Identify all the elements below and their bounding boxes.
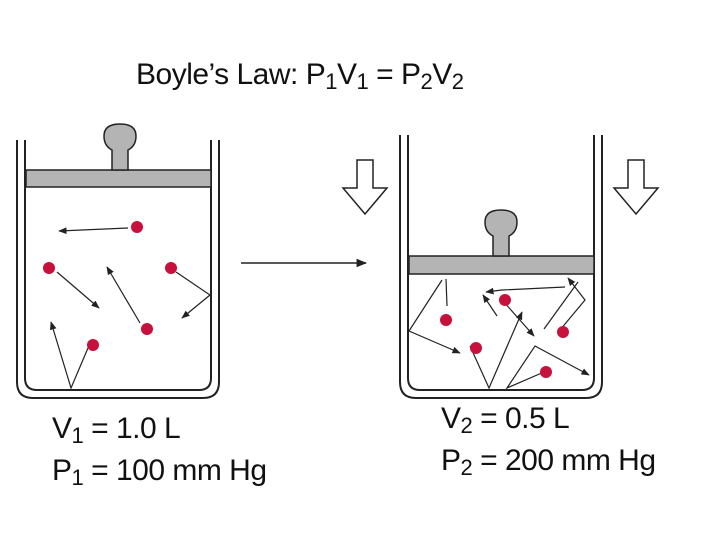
- left-volume-label: V1 = 1.0 L: [52, 412, 181, 448]
- left-pressure-label: P1 = 100 mm Hg: [52, 454, 267, 490]
- gas-particle: [499, 294, 511, 306]
- title-p2: P: [400, 58, 421, 91]
- left-volume-subscript: 1: [71, 423, 84, 448]
- right-pressure-subscript: 2: [460, 455, 473, 480]
- title-p2-subscript: 2: [420, 69, 433, 94]
- title-prefix: Boyle’s Law:: [136, 58, 306, 91]
- gas-particle: [440, 314, 452, 326]
- right-volume-label: V2 = 0.5 L: [441, 402, 570, 438]
- right-particles: [440, 294, 569, 378]
- left-volume-symbol: V: [52, 412, 72, 445]
- right-particle-paths: [408, 277, 590, 390]
- diagram-title: Boyle’s Law: P1V1 = P2V2: [136, 58, 464, 94]
- title-p1: P: [305, 58, 326, 91]
- gas-particle: [470, 342, 482, 354]
- right-pressure-label: P2 = 200 mm Hg: [441, 444, 656, 480]
- right-piston: [408, 209, 595, 275]
- gas-particle: [87, 339, 99, 351]
- gas-particle: [557, 326, 569, 338]
- left-particles: [43, 221, 177, 351]
- left-container-wall: [16, 140, 220, 399]
- title-p1-subscript: 1: [325, 69, 337, 94]
- title-v1: V: [336, 58, 357, 91]
- down-arrow-icon: [341, 159, 389, 216]
- gas-particle: [165, 262, 177, 274]
- left-particle-paths: [49, 227, 212, 390]
- gas-particle: [141, 323, 153, 335]
- left-pressure-subscript: 1: [71, 465, 84, 490]
- left-piston: [25, 123, 212, 188]
- right-volume-value: = 0.5 L: [472, 402, 570, 435]
- left-container: [16, 123, 220, 399]
- down-arrow-icon: [612, 159, 660, 216]
- right-pressure-symbol: P: [441, 444, 461, 477]
- right-volume-subscript: 2: [460, 413, 473, 438]
- right-volume-symbol: V: [441, 402, 461, 435]
- right-container: [399, 135, 603, 399]
- left-volume-value: = 1.0 L: [83, 412, 181, 445]
- right-container-wall: [399, 135, 603, 399]
- left-pressure-symbol: P: [52, 454, 72, 487]
- title-equals: =: [368, 58, 401, 91]
- left-pressure-value: = 100 mm Hg: [83, 454, 267, 487]
- title-v1-subscript: 1: [356, 69, 369, 94]
- title-v2: V: [432, 58, 452, 91]
- gas-particle: [43, 262, 55, 274]
- gas-particle: [131, 221, 143, 233]
- right-pressure-value: = 200 mm Hg: [472, 444, 656, 477]
- gas-particle: [540, 366, 552, 378]
- title-v2-subscript: 2: [451, 69, 464, 94]
